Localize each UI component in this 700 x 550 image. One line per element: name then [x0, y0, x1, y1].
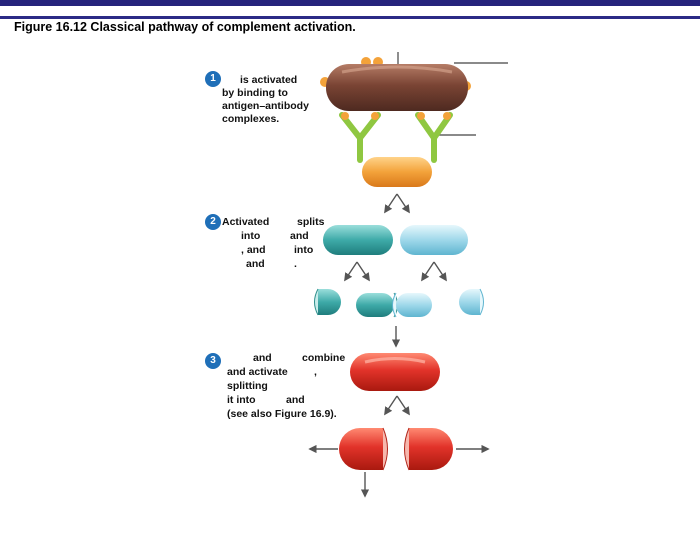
antibody-right: [415, 112, 453, 163]
outgoing-arrows: [308, 444, 490, 498]
step-1-line-3: antigen–antibody: [222, 100, 309, 112]
c3-protein: [350, 353, 440, 391]
step-1-line-1: is activated: [240, 74, 298, 86]
bacterium-cell: [320, 57, 471, 111]
header-bar: [0, 0, 700, 6]
step-2-activated: Activated: [222, 216, 270, 228]
step-2-period: .: [294, 258, 297, 270]
c4b2a-complex: [356, 292, 432, 318]
step-3-see-also: (see also Figure 16.9).: [227, 408, 337, 420]
figure-title: Figure 16.12 Classical pathway of comple…: [14, 20, 356, 34]
c2b-fragment: [459, 288, 484, 316]
c4-protein: [323, 225, 393, 255]
split-arrows-c1: [384, 193, 410, 214]
step-2-into-2: into: [294, 244, 314, 256]
step-3-badge: 3: [205, 353, 221, 369]
split-arrows-c3: [384, 395, 410, 416]
step-3-it-into: it into: [227, 394, 256, 406]
c3-highlight: [364, 357, 426, 364]
step-1-line-4: complexes.: [222, 113, 280, 125]
c1-complex: [362, 157, 432, 187]
step-2-comma-and: , and: [241, 244, 266, 256]
step-3-combine: combine: [302, 352, 346, 364]
c4a-fragment: [314, 288, 341, 316]
step-3-and-1: and: [253, 352, 272, 364]
step-2-into-1: into: [241, 230, 261, 242]
c3b-fragment: [404, 427, 453, 471]
step-3-and-activate: and activate: [227, 366, 288, 378]
header-rule: [0, 16, 700, 19]
step-3-and-2: and: [286, 394, 305, 406]
step-2-splits: splits: [297, 216, 325, 228]
step-2-and-2: and: [246, 258, 265, 270]
split-arrows-c2: [421, 261, 447, 282]
c3a-fragment: [339, 427, 388, 471]
step-2-and-1: and: [290, 230, 309, 242]
step-3-splitting: splitting: [227, 380, 268, 392]
antibody-left: [339, 112, 381, 163]
step-3-comma: ,: [314, 366, 317, 378]
c2-protein: [400, 225, 468, 255]
antibody-hinges: [341, 112, 451, 120]
step-1-line-2: by binding to: [222, 87, 288, 99]
step-2-badge: 2: [205, 214, 221, 230]
split-arrows-c4: [344, 261, 370, 282]
step-1-badge: 1: [205, 71, 221, 87]
